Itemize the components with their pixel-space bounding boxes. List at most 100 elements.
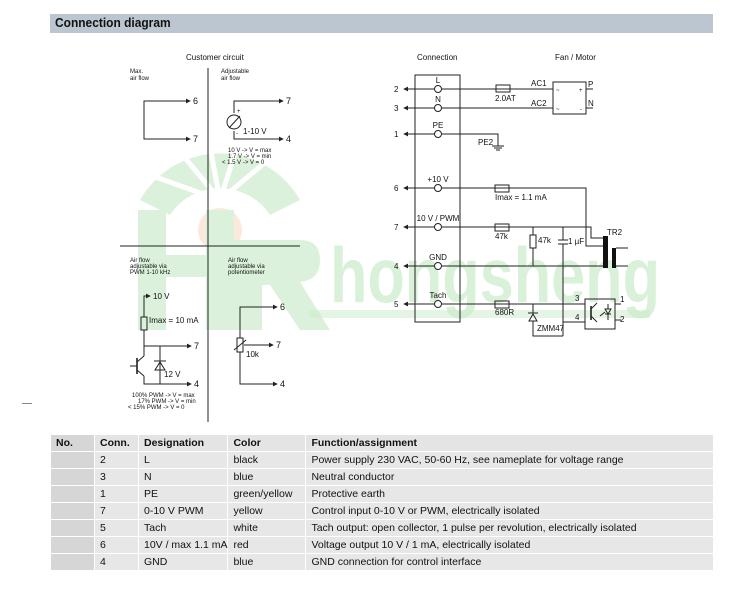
source-voltage-label: 1-10 V [243, 127, 267, 136]
terminal-4: 4 [280, 379, 285, 389]
connection-pin-1: 1PE [394, 121, 443, 139]
resistor-icon [529, 234, 537, 249]
ac1-label: AC1 [531, 79, 547, 88]
cell-no [50, 520, 94, 536]
pin-number: 6 [394, 184, 399, 193]
section-title-bar: Connection diagram [50, 14, 713, 33]
opto-pin-2: 2 [620, 315, 625, 324]
customer-circuit-title: Customer circuit [186, 53, 245, 62]
col-header-conn: Conn. [94, 435, 138, 451]
cell-color: red [227, 537, 306, 553]
note-line: 10 V -> V = max [228, 148, 271, 154]
cell-function: Control input 0-10 V or PWM, electricall… [305, 503, 713, 519]
zener-label: 12 V [164, 370, 181, 379]
pot-label: potentiometer [228, 270, 265, 276]
plus-sign: + [237, 109, 241, 115]
pin-label: Tach [430, 291, 447, 300]
cell-function: Neutral conductor [305, 469, 713, 485]
pwm-label: PWM 1-10 kHz [130, 270, 170, 276]
pin-number: 3 [394, 104, 399, 113]
cell-conn: 6 [94, 537, 138, 553]
terminal-7: 7 [194, 341, 199, 351]
fuse-label: 2.0AT [495, 94, 516, 103]
cell-function: Tach output: open collector, 1 pulse per… [305, 520, 713, 536]
adjustable-airflow-label: Adjustable [221, 69, 250, 75]
fan-motor-block: Fan / Motor ~ + ~ - P N [552, 53, 596, 115]
pin-label: GND [429, 253, 447, 262]
resistor-icon [140, 316, 148, 331]
zener-diode-icon [528, 312, 538, 322]
max-airflow-label-2: air flow [130, 76, 150, 82]
terminal-7: 7 [276, 340, 281, 350]
connection-diagram: Customer circuit Max. air flow 6 7 Adjus… [120, 53, 628, 422]
resistor-icon [494, 223, 510, 232]
terminal-circle-icon [434, 104, 442, 112]
opto-pin-1: 1 [620, 295, 625, 304]
r-tach-label: 680R [495, 308, 514, 317]
voltage-source-icon [226, 114, 242, 130]
pin-assignment-table: No. Conn. Designation Color Function/ass… [50, 434, 713, 571]
cell-color: yellow [227, 503, 306, 519]
cell-designation: PE [138, 486, 228, 502]
cell-designation: N [138, 469, 228, 485]
r-pwm-label: 47k [495, 232, 509, 241]
cap-label: 1 µF [568, 237, 584, 246]
note-line: 100% PWM -> V = max [132, 393, 195, 399]
plus-sign: + [579, 88, 583, 94]
terminal-4: 4 [286, 134, 291, 144]
adjustable-airflow-circuit: Adjustable air flow + - 1-10 V 7 4 10 V … [221, 69, 291, 166]
connection-pin-6: 6 +10 V [394, 175, 449, 193]
cell-designation: Tach [138, 520, 228, 536]
terminal-7: 7 [193, 134, 198, 144]
cell-no [50, 503, 94, 519]
r-shunt-label: 47k [538, 236, 552, 245]
cell-conn: 7 [94, 503, 138, 519]
cell-conn: 3 [94, 469, 138, 485]
cell-designation: 10V / max 1.1 mA [138, 537, 228, 553]
note-line: < 1.5 V -> V = 0 [222, 160, 265, 166]
pin-label: +10 V [427, 175, 449, 184]
zener-label: ZMM47 [537, 324, 565, 333]
transformer-label: TR2 [607, 228, 623, 237]
potentiometer-icon [236, 337, 244, 353]
pin-label: N [435, 95, 441, 104]
terminal-7: 7 [286, 96, 291, 106]
cell-conn: 5 [94, 520, 138, 536]
max-airflow-circuit: Max. air flow 6 7 [130, 69, 198, 144]
max-airflow-label: Max. [130, 69, 143, 75]
connection-box [414, 74, 461, 323]
terminal-circle-icon [434, 223, 442, 231]
motor-box [552, 81, 587, 115]
terminal-6: 6 [280, 302, 285, 312]
transformer-icon [603, 236, 628, 268]
adjustable-airflow-label-2: air flow [221, 76, 241, 82]
cell-designation: 0-10 V PWM [138, 503, 228, 519]
cell-conn: 4 [94, 554, 138, 570]
cell-function: Protective earth [305, 486, 713, 502]
stray-mark [22, 403, 32, 404]
terminal-circle-icon [434, 184, 442, 192]
cell-color: green/yellow [227, 486, 306, 502]
pin-number: 7 [394, 223, 399, 232]
pwm-label: Air flow [130, 258, 150, 264]
cell-color: white [227, 520, 306, 536]
pot-label: Air flow [228, 258, 248, 264]
col-header-designation: Designation [138, 435, 228, 451]
p-label: P [588, 80, 593, 89]
ac-sign: ~ [556, 107, 560, 113]
cell-designation: L [138, 452, 228, 468]
connection-pin-2: 2L [394, 76, 442, 94]
customer-circuit: Customer circuit Max. air flow 6 7 Adjus… [120, 53, 300, 422]
cell-color: blue [227, 554, 306, 570]
cell-no [50, 554, 94, 570]
section-title: Connection diagram [55, 15, 171, 30]
capacitor-icon [558, 239, 568, 245]
cell-no [50, 537, 94, 553]
supply-label: 10 V [153, 292, 170, 301]
